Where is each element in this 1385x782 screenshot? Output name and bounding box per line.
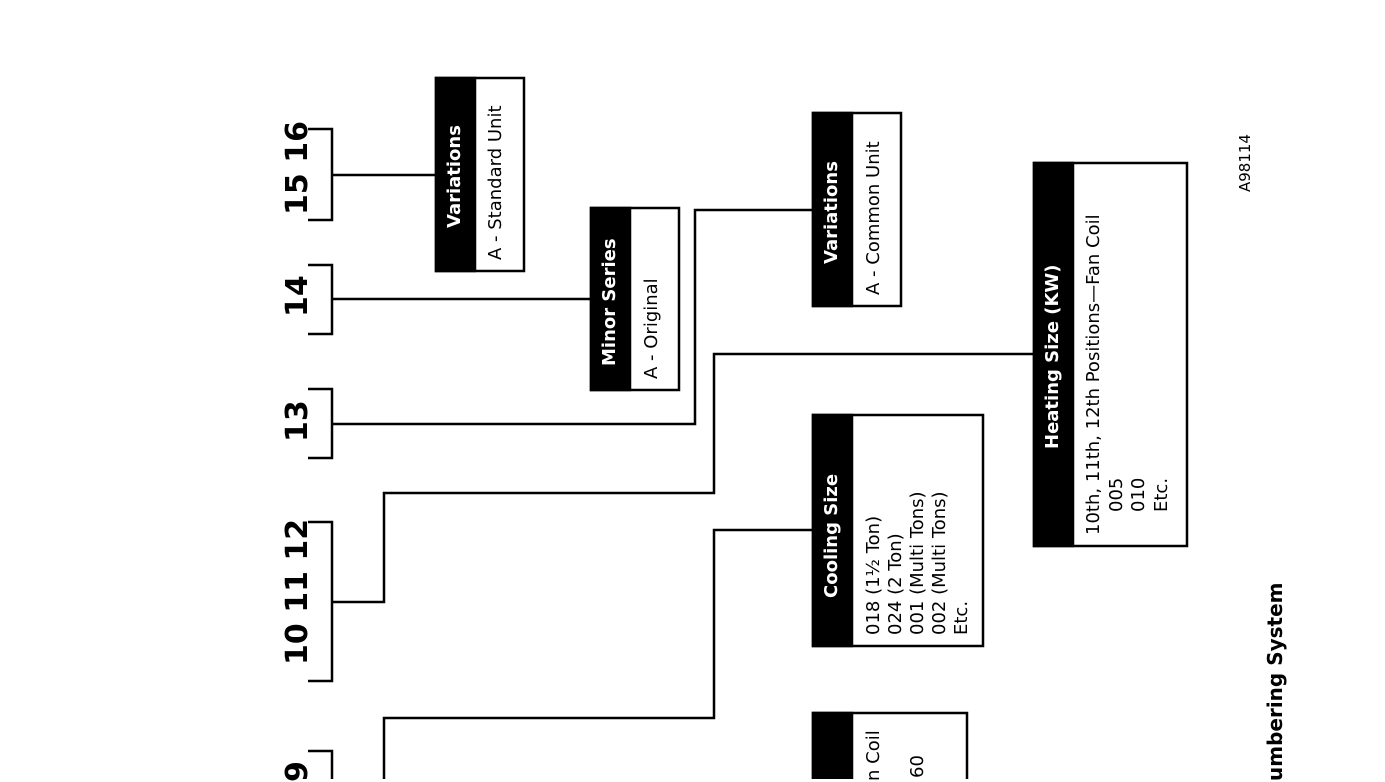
variations-standard-text: A - Standard Unit [485, 105, 506, 260]
heating-size-line-2: 005 [1106, 477, 1127, 512]
connector-9 [382, 528, 813, 779]
connector-10-12 [332, 352, 1034, 604]
heating-size-line-1: 10th, 11th, 12th Positions—Fan Coil [1083, 214, 1104, 535]
bracket-9 [308, 749, 334, 779]
minor-series-header: Minor Series [599, 238, 620, 366]
variations-common-header: Variations [821, 161, 842, 264]
minor-series-text: A - Original [641, 278, 662, 379]
variations-standard-header: Variations [444, 125, 465, 228]
fan-coil-partial-line-1: n Coil [863, 730, 884, 781]
heating-size-header: Heating Size (KW) [1042, 264, 1063, 450]
heating-size-line-4: Etc. [1151, 477, 1172, 512]
position-15-16-label: 15 16 [280, 121, 315, 215]
position-13-label: 13 [280, 400, 315, 442]
figure-id: A98114 [1236, 134, 1254, 192]
position-14-label: 14 [280, 275, 315, 317]
cooling-size-line-2: 024 (2 Ton) [885, 533, 906, 635]
position-10-12-label: 10 11 12 [280, 518, 315, 665]
cooling-size-line-3: 001 (Multi Tons) [907, 491, 928, 635]
fan-coil-partial-line-2: 60 [907, 755, 928, 778]
cooling-size-line-5: Etc. [951, 600, 972, 635]
cooling-size-header: Cooling Size [821, 473, 842, 598]
connector-13 [332, 208, 813, 426]
cooling-size-line-4: 002 (Multi Tons) [929, 491, 950, 635]
cooling-size-line-1: 018 (1½ Ton) [863, 515, 884, 635]
diagram-title: umbering System [1263, 582, 1287, 781]
variations-common-text: A - Common Unit [863, 141, 884, 295]
heating-size-line-3: 010 [1128, 477, 1149, 512]
